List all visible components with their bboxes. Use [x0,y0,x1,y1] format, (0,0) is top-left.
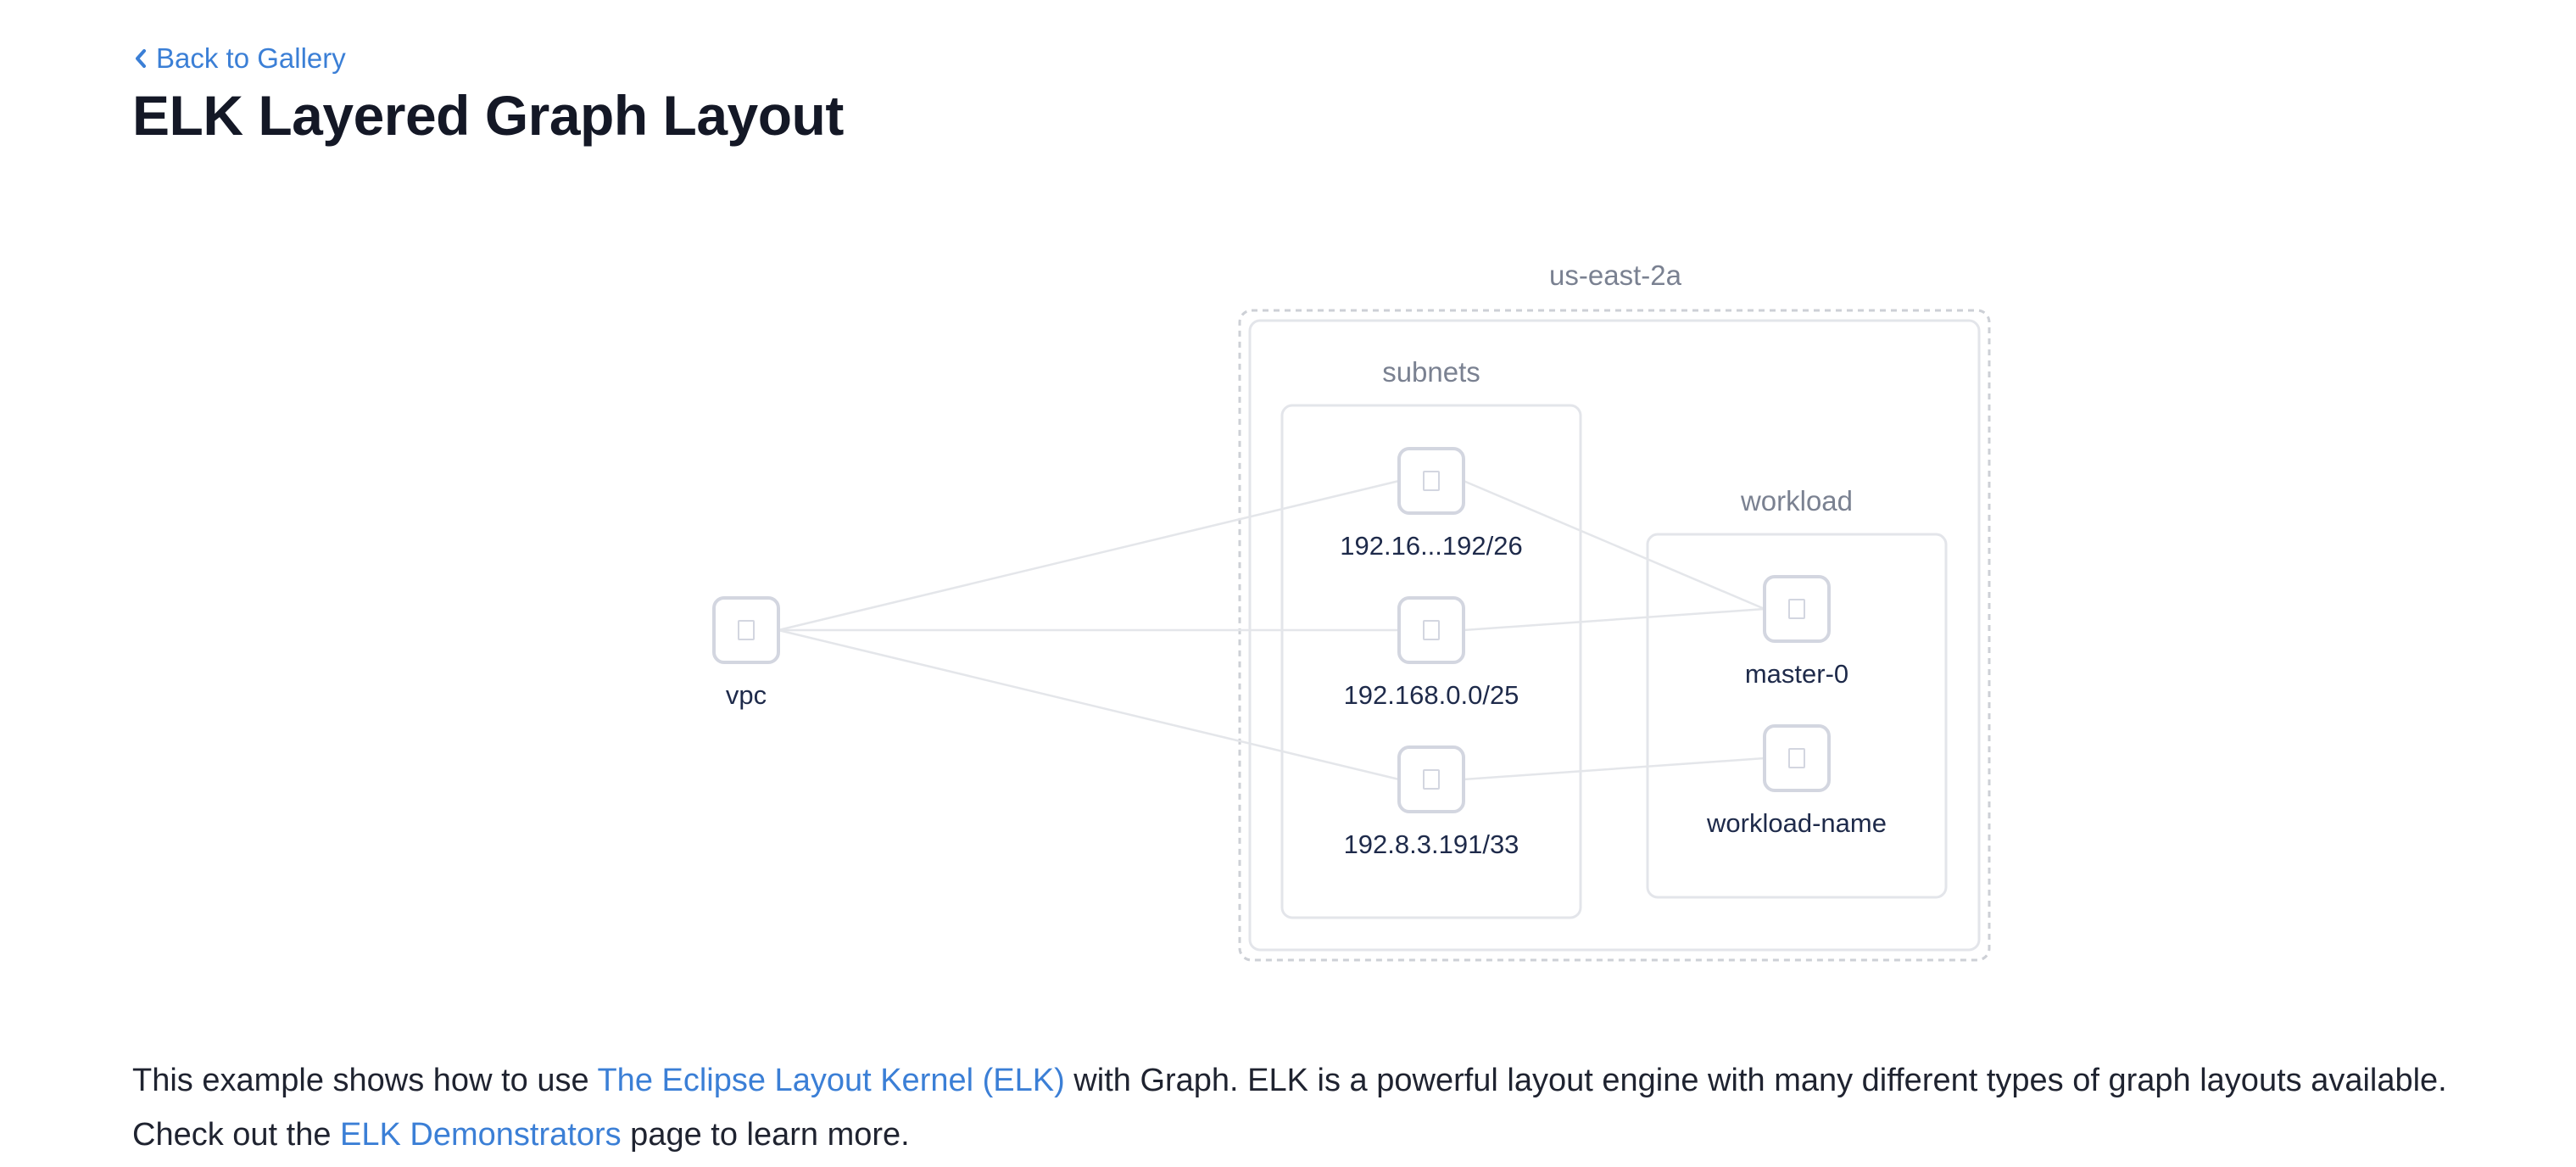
node-subnet-2[interactable]: 192.168.0.0/25 [1344,596,1519,710]
node-master-0[interactable]: master-0 [1745,575,1848,689]
node-subnet-1[interactable]: 192.16...192/26 [1340,447,1523,561]
node-subnet-3[interactable]: 192.8.3.191/33 [1344,745,1519,859]
node-box[interactable] [712,596,780,664]
node-label: 192.168.0.0/25 [1344,680,1519,710]
node-box[interactable] [1397,745,1465,813]
group-dashed-border [1238,309,1991,962]
group-label: us-east-2a [1549,260,1682,291]
node-label: 192.8.3.191/33 [1344,829,1519,859]
node-box[interactable] [1397,447,1465,515]
group-box [1248,319,1981,952]
description-text-3: page to learn more. [621,1117,910,1153]
edge-layer [778,479,1765,781]
node-label: 192.16...192/26 [1340,531,1522,561]
node-label: master-0 [1745,659,1848,689]
elk-link[interactable]: The Eclipse Layout Kernel (ELK) [597,1063,1065,1098]
node-vpc[interactable]: vpc [712,596,780,710]
elk-demonstrators-link[interactable]: ELK Demonstrators [340,1117,622,1153]
group-label: subnets [1382,356,1480,388]
edge-subnet-1-master-0 [1463,479,1765,611]
node-label: workload-name [1706,808,1887,838]
back-link-label: Back to Gallery [156,42,346,74]
node-box[interactable] [1397,596,1465,664]
page-title: ELK Layered Graph Layout [132,84,844,147]
edge-vpc-subnet-1 [778,479,1400,632]
group-us-east-2a: us-east-2a [1238,260,1991,962]
node-box[interactable] [1763,724,1831,792]
group-workload: workload [1646,485,1948,899]
edge-vpc-subnet-3 [778,628,1400,781]
node-box[interactable] [1763,575,1831,643]
description-text-2: with Graph. ELK is a powerful layout eng… [132,1063,2447,1153]
edge-subnet-3-workload-name [1463,757,1765,781]
edge-subnet-2-master-0 [1463,607,1765,632]
node-workload-name[interactable]: workload-name [1706,724,1887,838]
chevron-left-icon [136,49,146,68]
description-text-1: This example shows how to use [132,1063,598,1098]
back-to-gallery-link[interactable]: Back to Gallery [132,42,346,75]
node-label: vpc [726,680,767,710]
group-label: workload [1740,485,1853,516]
description: This example shows how to use The Eclips… [132,1053,2506,1162]
